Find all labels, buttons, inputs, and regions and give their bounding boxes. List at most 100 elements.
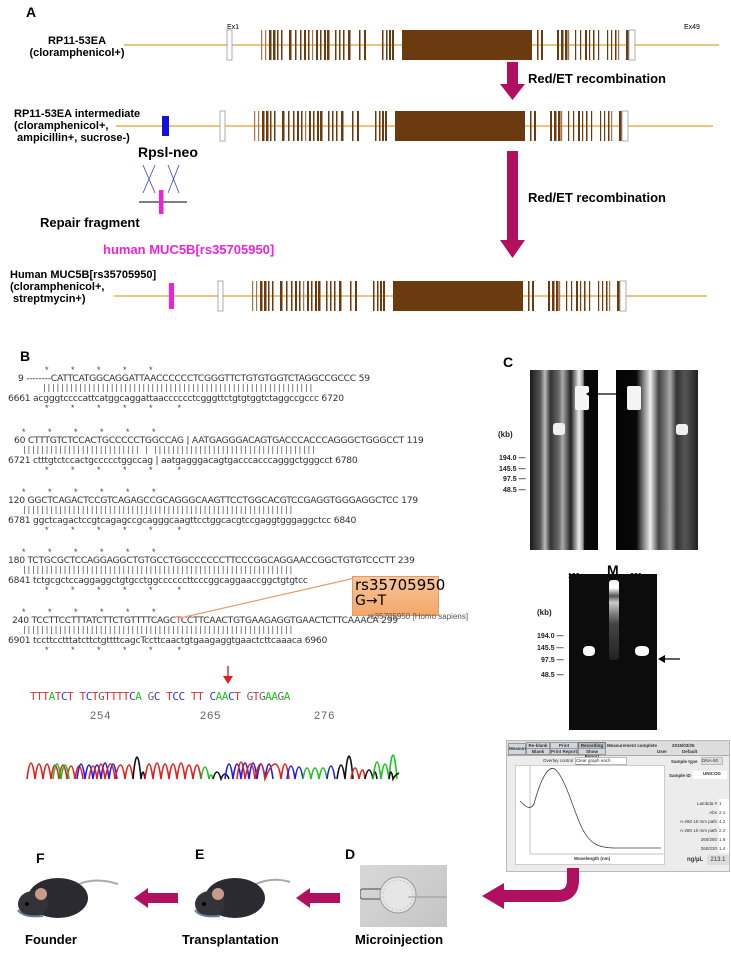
marker-value: 48.5 — [503, 487, 517, 494]
base-call: C — [85, 690, 93, 703]
base-call: C — [172, 690, 179, 703]
base-call: A — [283, 690, 291, 703]
position-276: 276 — [314, 710, 336, 722]
measurement-fields: Lambda # Abs A-260 10 mm path A-280 10 m… — [677, 799, 717, 853]
x-axis-label: Wavelength (nm) — [574, 856, 611, 861]
mouse-icon — [17, 878, 119, 918]
field-value: 1.8 — [719, 837, 726, 842]
marker-value: 48.5 — [541, 672, 555, 679]
base-call: T — [166, 690, 173, 703]
kb-label-bottom: (kb) — [537, 608, 552, 617]
base-call: C — [60, 690, 68, 703]
sample-type-select[interactable]: DNA-50 — [701, 757, 723, 765]
alignment-query-5: 240 TCCTTCCTTTATCTTCTGTTTTCAGCTCCTTCAACT… — [12, 615, 398, 626]
stars: * * * * * * — [45, 645, 182, 655]
row2-selection-1: (cloramphenicol+, — [14, 120, 109, 132]
base-call: C — [228, 690, 235, 703]
row2-name: RP11-53EA intermediate — [14, 108, 141, 120]
marker-194-bottom: 194.0 — — [537, 633, 564, 640]
base-call: T — [54, 690, 62, 703]
alignment-subject-3: 6781 ggctcagactccgtcagagccgcagggcaagttcc… — [8, 515, 357, 526]
gel-band — [676, 424, 688, 435]
base-call: T — [116, 690, 124, 703]
alignment-query-3: 120 GGCTCAGACTCCGTCAGAGCCGCAGGGCAAGTTCCT… — [8, 495, 418, 506]
row2-label: RP11-53EA intermediate (cloramphenicol+,… — [14, 108, 154, 144]
snp-base: T — [175, 615, 181, 626]
field-key: Lambda # — [696, 801, 717, 806]
base-call: T — [30, 690, 37, 703]
show-report-button[interactable]: Show Report — [578, 748, 606, 759]
band-200ug — [635, 646, 649, 656]
curved-arrow-icon — [482, 868, 579, 909]
row2-selection-2: ampicillin+, sucrose-) — [14, 132, 130, 144]
base-call: G — [277, 690, 285, 703]
base-call: T — [67, 690, 74, 703]
absorbance-curve — [519, 766, 664, 855]
alignment-bars-2: |||||||||||||||||||||||||| | |||||||||||… — [22, 445, 316, 454]
base-call: T — [110, 690, 117, 703]
arrow-left-icon — [134, 888, 178, 908]
position-254: 254 — [90, 710, 112, 722]
marker-value: 194.0 — [499, 455, 517, 462]
date-text: 2015/03/25 — [672, 743, 695, 748]
field-value: 2.1 — [719, 810, 726, 815]
sample-id-field[interactable]: UNICOD — [693, 771, 727, 779]
gel-band — [553, 423, 565, 435]
base-call: G — [258, 690, 266, 703]
overlay-select[interactable]: Clear graph each Sample — [575, 757, 627, 768]
recombination-label-2: Red/ET recombination — [528, 190, 666, 205]
base-call: A — [135, 690, 142, 703]
alignment-subject-1: 6661 acgggtccccattcatggcaggattaacccccctc… — [8, 393, 344, 404]
sample-id-value: UNICOD — [703, 771, 721, 776]
field-value: 4.2 — [719, 819, 726, 824]
field-value: 1.4 — [719, 846, 726, 851]
base-call: C — [129, 690, 136, 703]
field-key: 260/230 — [700, 846, 717, 851]
base-call: C — [209, 690, 216, 703]
stars: * * * * * * — [22, 487, 156, 497]
base-call: T — [104, 690, 111, 703]
base-call: G — [246, 690, 254, 703]
callout-rsid: rs35705950 — [355, 576, 446, 594]
band-arrow-icon — [658, 655, 680, 663]
alignment-query-4: 180 TCTGCGCTCCAGGAGGCTGTGCCTGGCCCCCCTTCC… — [8, 555, 415, 566]
row3-selection-2: streptmycin+) — [10, 293, 86, 305]
print-report-button[interactable]: Print Report — [550, 748, 578, 755]
marker-ladder — [609, 580, 619, 660]
measure-button[interactable]: Measure — [508, 743, 527, 755]
recombination-label-1: Red/ET recombination — [528, 71, 666, 86]
rpsl-neo-cassette — [162, 116, 169, 136]
base-call: A — [271, 690, 278, 703]
alignment-bars-1: ||||||||||||||||||||||||||||||||||||||||… — [42, 383, 313, 392]
field-key: A-280 10 mm path — [679, 828, 717, 833]
alignment-bars-3: ||||||||||||||||||||||||||||||||||||||||… — [22, 505, 293, 514]
alignment-query-1: 9 --------CATTCATGGCAGGATTAACCCCCCTCGGGT… — [18, 373, 370, 384]
transplantation-label: Transplantation — [182, 932, 279, 947]
stars: * * * * * * — [45, 585, 182, 595]
stars: * * * * * * — [45, 525, 182, 535]
panel-d-letter: D — [345, 846, 356, 862]
repair-fragment-label: Repair fragment — [40, 215, 140, 230]
stars: * * * * * * — [22, 607, 156, 617]
marker-48-top: 48.5 — — [503, 487, 526, 494]
field-key: 260/280 — [700, 837, 717, 842]
field-key: Abs — [709, 810, 717, 815]
double-arrow-icon — [586, 390, 626, 398]
band-100ug — [583, 646, 595, 656]
base-call: T — [36, 690, 43, 703]
base-call: T — [252, 690, 260, 703]
base-call: C — [153, 690, 161, 703]
pfge-gel-bottom — [569, 574, 657, 730]
marker-value: 97.5 — [541, 657, 555, 664]
marker-145-bottom: 145.5 — — [537, 645, 564, 652]
unit-label: ng/µL — [687, 857, 704, 863]
blank-button[interactable]: Blank — [526, 748, 550, 755]
marker-value: 97.5 — [503, 476, 517, 483]
row1-name: RP11-53EA — [47, 35, 107, 47]
base-call: A — [265, 690, 272, 703]
panel-c-letter: C — [503, 354, 514, 370]
spectrophotometer-window: Measure Re-blank Blank Print Screen Prin… — [506, 740, 730, 872]
lane-label-marker: M — [607, 562, 619, 578]
human-allele-label: human MUC5B[rs35705950] — [103, 242, 275, 257]
